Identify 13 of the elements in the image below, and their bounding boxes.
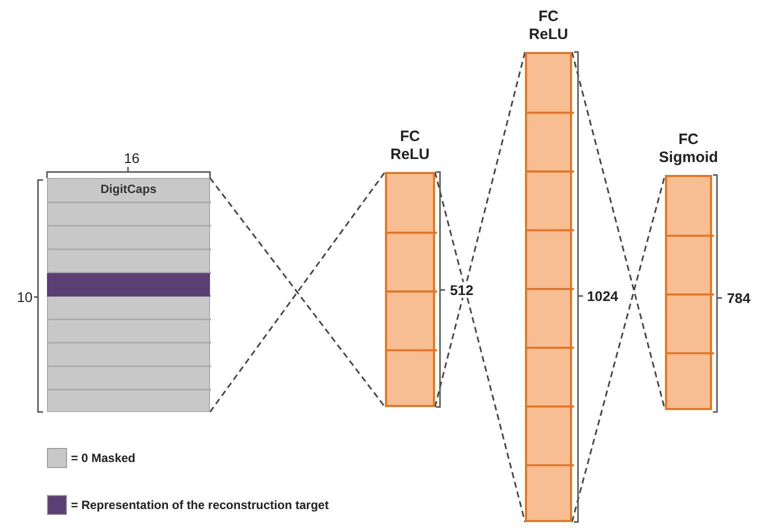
legend-text: = 0 Masked [71,451,136,465]
legend-text: = Representation of the reconstruction target [71,498,329,512]
layer-heading: FC ReLU [528,8,570,44]
layer-heading: FC ReLU [389,128,431,164]
dimension-label: 10 [16,289,34,305]
dimension-label: 1024 [586,288,620,304]
layer-heading: FC Sigmoid [658,131,720,167]
dimension-label: 16 [123,150,141,166]
dimension-label: 784 [726,290,752,306]
dimension-label: 512 [449,282,474,298]
matrix-title: DigitCaps [99,182,158,196]
dashed-connector [434,172,526,522]
dashed-connector [434,52,526,408]
